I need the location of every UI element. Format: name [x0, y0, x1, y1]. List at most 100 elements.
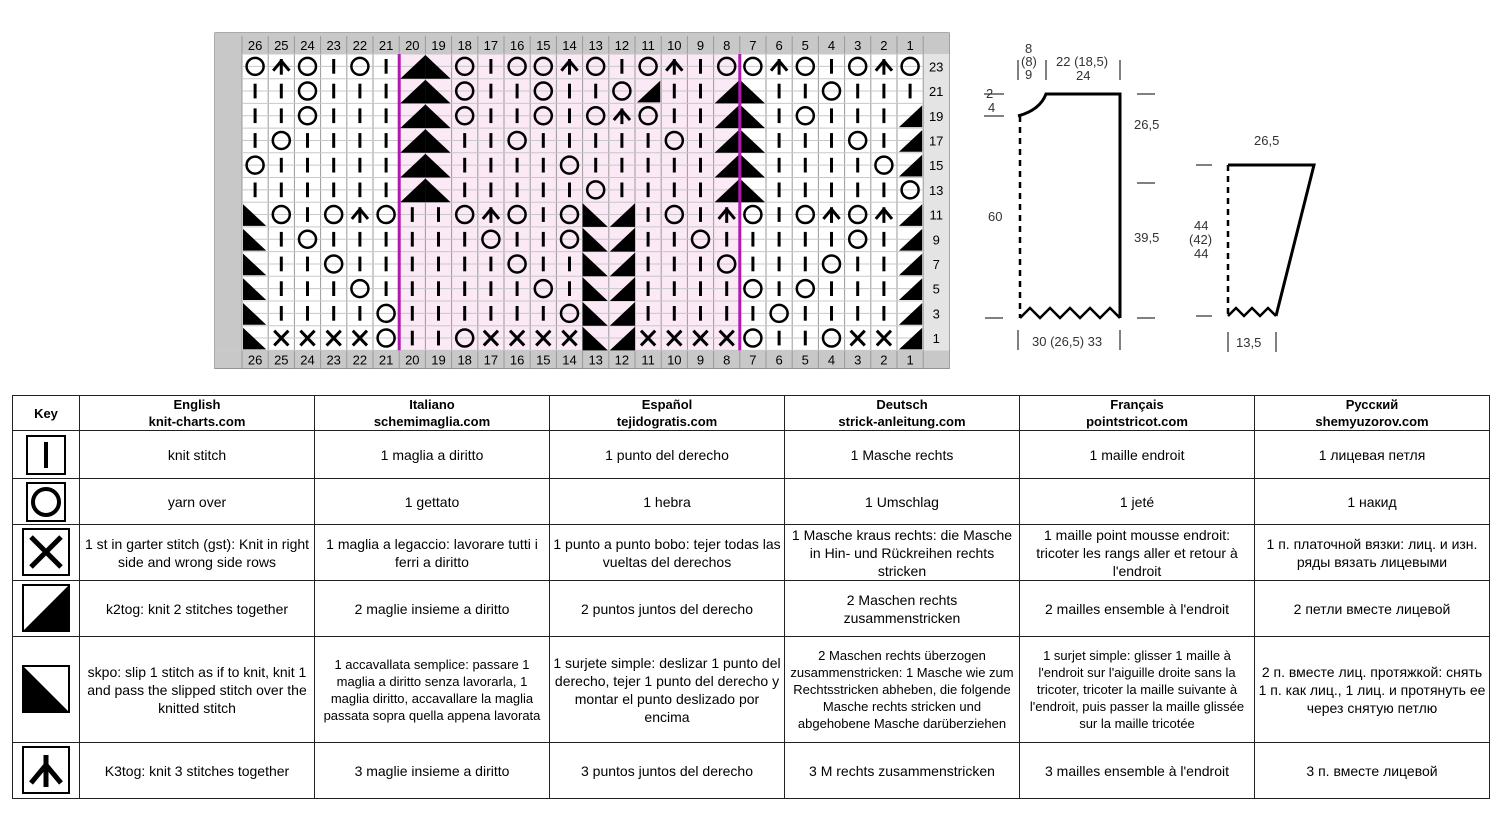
legend-cell: 1 maglia a diritto [314, 430, 550, 479]
decrease-stitch [582, 203, 608, 227]
yarn-over [743, 278, 763, 299]
col-label-bottom: 22 [353, 352, 367, 367]
skpo-stitch [243, 278, 267, 300]
decrease-stitch [425, 153, 451, 178]
decrease-stitch [400, 104, 426, 129]
decrease-stitch [714, 104, 740, 129]
row-label: 21 [929, 84, 943, 99]
k3tog-stitch [777, 60, 789, 72]
legend-row-yarn-over: yarn over 1 gettato 1 hebra 1 Umschlag 1… [12, 478, 1490, 525]
col-label-bottom: 12 [615, 352, 629, 367]
garter-stitch [718, 329, 735, 347]
yarn-over [454, 328, 475, 348]
col-label-top: 10 [667, 38, 681, 53]
col-label-bottom: 18 [457, 352, 471, 367]
legend-row-garter: 1 st in garter stitch (gst): Knit in rig… [12, 524, 1490, 581]
yarn-over-icon [26, 481, 66, 522]
k3tog-stitch [830, 208, 841, 220]
col-label-bottom: 24 [300, 352, 314, 367]
yarn-over [297, 229, 318, 249]
k3tog-icon [22, 745, 70, 794]
legend-cell: 1 hebra [549, 478, 785, 525]
col-label-top: 9 [697, 38, 704, 53]
neck-drop-label-1: 2 [986, 86, 993, 101]
col-label-top: 2 [880, 38, 887, 53]
col-label-bottom: 16 [510, 352, 524, 367]
col-label-top: 19 [431, 38, 445, 53]
garter-stitch [535, 329, 552, 347]
garter-stitch [482, 329, 500, 347]
yarn-over [559, 204, 580, 225]
legend-cell: 2 петли вместе лицевой [1254, 580, 1490, 637]
yarn-over [743, 56, 763, 77]
col-label-top: 4 [828, 38, 835, 53]
legend-row-k3tog: K3tog: knit 3 stitches together 3 maglie… [12, 742, 1490, 799]
col-label-top: 11 [641, 38, 655, 53]
decrease-stitch [582, 326, 608, 351]
k3tog-stitch [725, 208, 736, 220]
yarn-over [350, 278, 370, 299]
col-label-top: 7 [749, 38, 756, 53]
yarn-over [271, 130, 292, 151]
yarn-over [716, 56, 737, 77]
col-label-bottom: 10 [667, 352, 681, 367]
k3tog-stitch [874, 208, 886, 220]
legend-cell: 1 gettato [314, 478, 550, 525]
col-label-bottom: 21 [379, 352, 393, 367]
skpo-stitch [243, 327, 267, 350]
legend-cell: 2 п. вместе лиц. протяжкой: снять 1 п. к… [1254, 636, 1490, 743]
header-site: tejidogratis.com [616, 414, 718, 429]
col-label-bottom: 14 [562, 352, 576, 367]
legend-cell: 1 Umschlag [784, 478, 1020, 525]
legend-key-cell [12, 430, 80, 479]
row-label: 1 [933, 331, 940, 346]
legend-cell: 2 Maschen rechts überzogen zusammenstric… [784, 636, 1020, 743]
yarn-over [297, 56, 318, 77]
decrease-stitch [400, 129, 426, 153]
k2tog-stitch [899, 253, 923, 276]
header-site: shemyuzorov.com [1315, 414, 1429, 429]
garter-stitch [692, 329, 709, 347]
header-key: Key [12, 395, 80, 431]
yarn-over [847, 229, 868, 249]
yarn-over [297, 106, 318, 126]
header-site: schemimaglia.com [373, 414, 491, 429]
decrease-stitch [609, 227, 635, 252]
header-site: knit-charts.com [148, 414, 246, 429]
yarn-over [533, 278, 554, 299]
side-band-left [215, 54, 242, 351]
yarn-over [323, 254, 344, 274]
col-label-bottom: 9 [697, 352, 704, 367]
row-label: 15 [929, 158, 943, 173]
k2tog-stitch [899, 228, 923, 251]
yarn-over [297, 81, 318, 101]
legend-cell: 2 maglie insieme a diritto [314, 580, 550, 637]
yarn-over [559, 303, 580, 324]
yarn-over [350, 56, 370, 77]
col-label-bottom: 23 [326, 352, 340, 367]
k2tog-stitch [899, 154, 923, 177]
legend-cell: 1 п. платочной вязки: лиц. и изн. ряды в… [1254, 524, 1490, 581]
legend-row-skpo: skpo: slip 1 stitch as if to knit, knit … [12, 636, 1490, 743]
yarn-over [795, 278, 816, 299]
decrease-stitch [400, 153, 426, 178]
yarn-over [271, 204, 292, 225]
k3tog-stitch [717, 208, 728, 220]
col-label-bottom: 2 [880, 352, 887, 367]
yarn-over [507, 254, 527, 274]
k3tog-stitch [481, 208, 493, 220]
col-label-bottom: 13 [588, 352, 602, 367]
col-label-top: 25 [274, 38, 288, 53]
decrease-stitch [582, 302, 608, 326]
k3tog-stitch [568, 60, 579, 72]
yarn-over [559, 155, 580, 175]
legend-cell: K3tog: knit 3 stitches together [79, 742, 315, 799]
col-label-top: 6 [775, 38, 782, 53]
neck-width-label-3: 9 [1025, 67, 1032, 82]
yarn-over [638, 106, 658, 126]
decrease-stitch [582, 252, 608, 277]
yarn-over [795, 204, 816, 225]
yarn-over [559, 229, 580, 249]
garter-stitch [351, 329, 369, 347]
